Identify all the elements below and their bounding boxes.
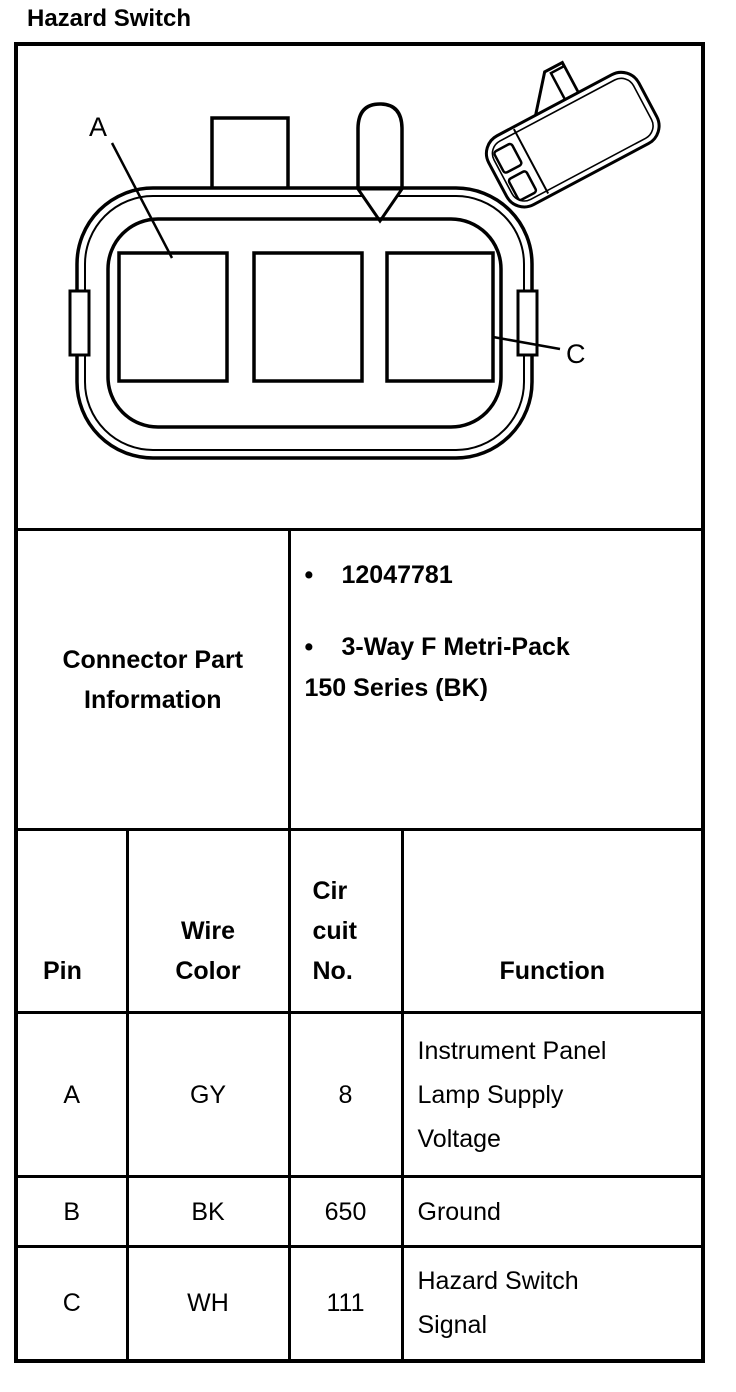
connector-iso-view xyxy=(484,60,661,209)
connector-outer-outline xyxy=(75,186,534,460)
pin-row-a: A GY 8 Instrument Panel Lamp Supply Volt… xyxy=(14,1011,705,1178)
pin-b-circuit-no: 650 xyxy=(287,1175,404,1248)
pin-a-label: A xyxy=(89,112,107,142)
pin-c-circuit-no: 111 xyxy=(287,1245,404,1362)
part-info-details: •12047781 •3-Way F Metri-Pack 150 Series… xyxy=(287,528,705,831)
pin-c-leader-line xyxy=(492,335,561,351)
iso-face-divider xyxy=(512,128,550,194)
header-wire-color: Wire Color xyxy=(125,828,291,1014)
lock-tab-point xyxy=(355,187,405,224)
connector-diagram-cell: A C xyxy=(14,42,705,531)
part-info-row: Connector Part Information •12047781 •3-… xyxy=(14,528,705,831)
index-tab xyxy=(210,116,290,195)
header-pin: Pin xyxy=(14,828,129,1014)
left-notch xyxy=(68,289,91,357)
pin-a-circuit-no: 8 xyxy=(287,1011,404,1178)
cavity-a xyxy=(117,251,229,383)
part-info-heading: Connector Part Information xyxy=(14,528,291,831)
header-function: Function xyxy=(400,828,705,1014)
iso-body xyxy=(484,70,661,209)
pin-a-wire-color: GY xyxy=(125,1011,291,1178)
cavity-c xyxy=(385,251,495,383)
iso-cavity-1 xyxy=(493,142,523,174)
part-number-item: • 12047781 xyxy=(305,555,686,596)
pin-b-function: Ground xyxy=(400,1175,705,1248)
pin-c-wire-color: WH xyxy=(125,1245,291,1362)
pin-b-cell: B xyxy=(14,1175,129,1248)
iso-body-ridge xyxy=(491,77,654,202)
pin-c-function: Hazard Switch Signal xyxy=(400,1245,705,1362)
connector-face-view xyxy=(68,102,561,460)
pin-c-label: C xyxy=(566,339,586,369)
hazard-switch-connector-diagram: A C xyxy=(68,60,661,460)
pin-a-function: Instrument Panel Lamp Supply Voltage xyxy=(400,1011,705,1178)
header-circuit-no: Cir cuit No. xyxy=(287,828,404,1014)
pin-row-c: C WH 111 Hazard Switch Signal xyxy=(14,1245,705,1362)
iso-cavity-2 xyxy=(507,170,538,202)
pin-a-leader-line xyxy=(110,142,174,259)
lock-tab-dome xyxy=(356,102,404,193)
pin-b-wire-color: BK xyxy=(125,1175,291,1248)
right-notch xyxy=(516,289,539,357)
page-title: Hazard Switch xyxy=(27,5,192,32)
bullet-icon: • xyxy=(304,633,314,661)
pin-row-b: B BK 650 Ground xyxy=(14,1175,705,1248)
pin-a-cell: A xyxy=(14,1011,129,1178)
bullet-icon: • xyxy=(304,561,314,589)
cavity-b xyxy=(252,251,364,383)
connector-table: A C xyxy=(14,42,705,1363)
cavity-ring xyxy=(106,217,503,429)
part-series-item: •3-Way F Metri-Pack 150 Series (BK) xyxy=(305,627,686,709)
part-number-text: 12047781 xyxy=(341,561,453,589)
pin-c-cell: C xyxy=(14,1245,129,1362)
part-series-text: 3-Way F Metri-Pack 150 Series (BK) xyxy=(304,633,570,702)
diagram-row: A C xyxy=(14,42,705,531)
pin-table-header-row: Pin Wire Color Cir cuit No. Function xyxy=(14,828,705,1014)
